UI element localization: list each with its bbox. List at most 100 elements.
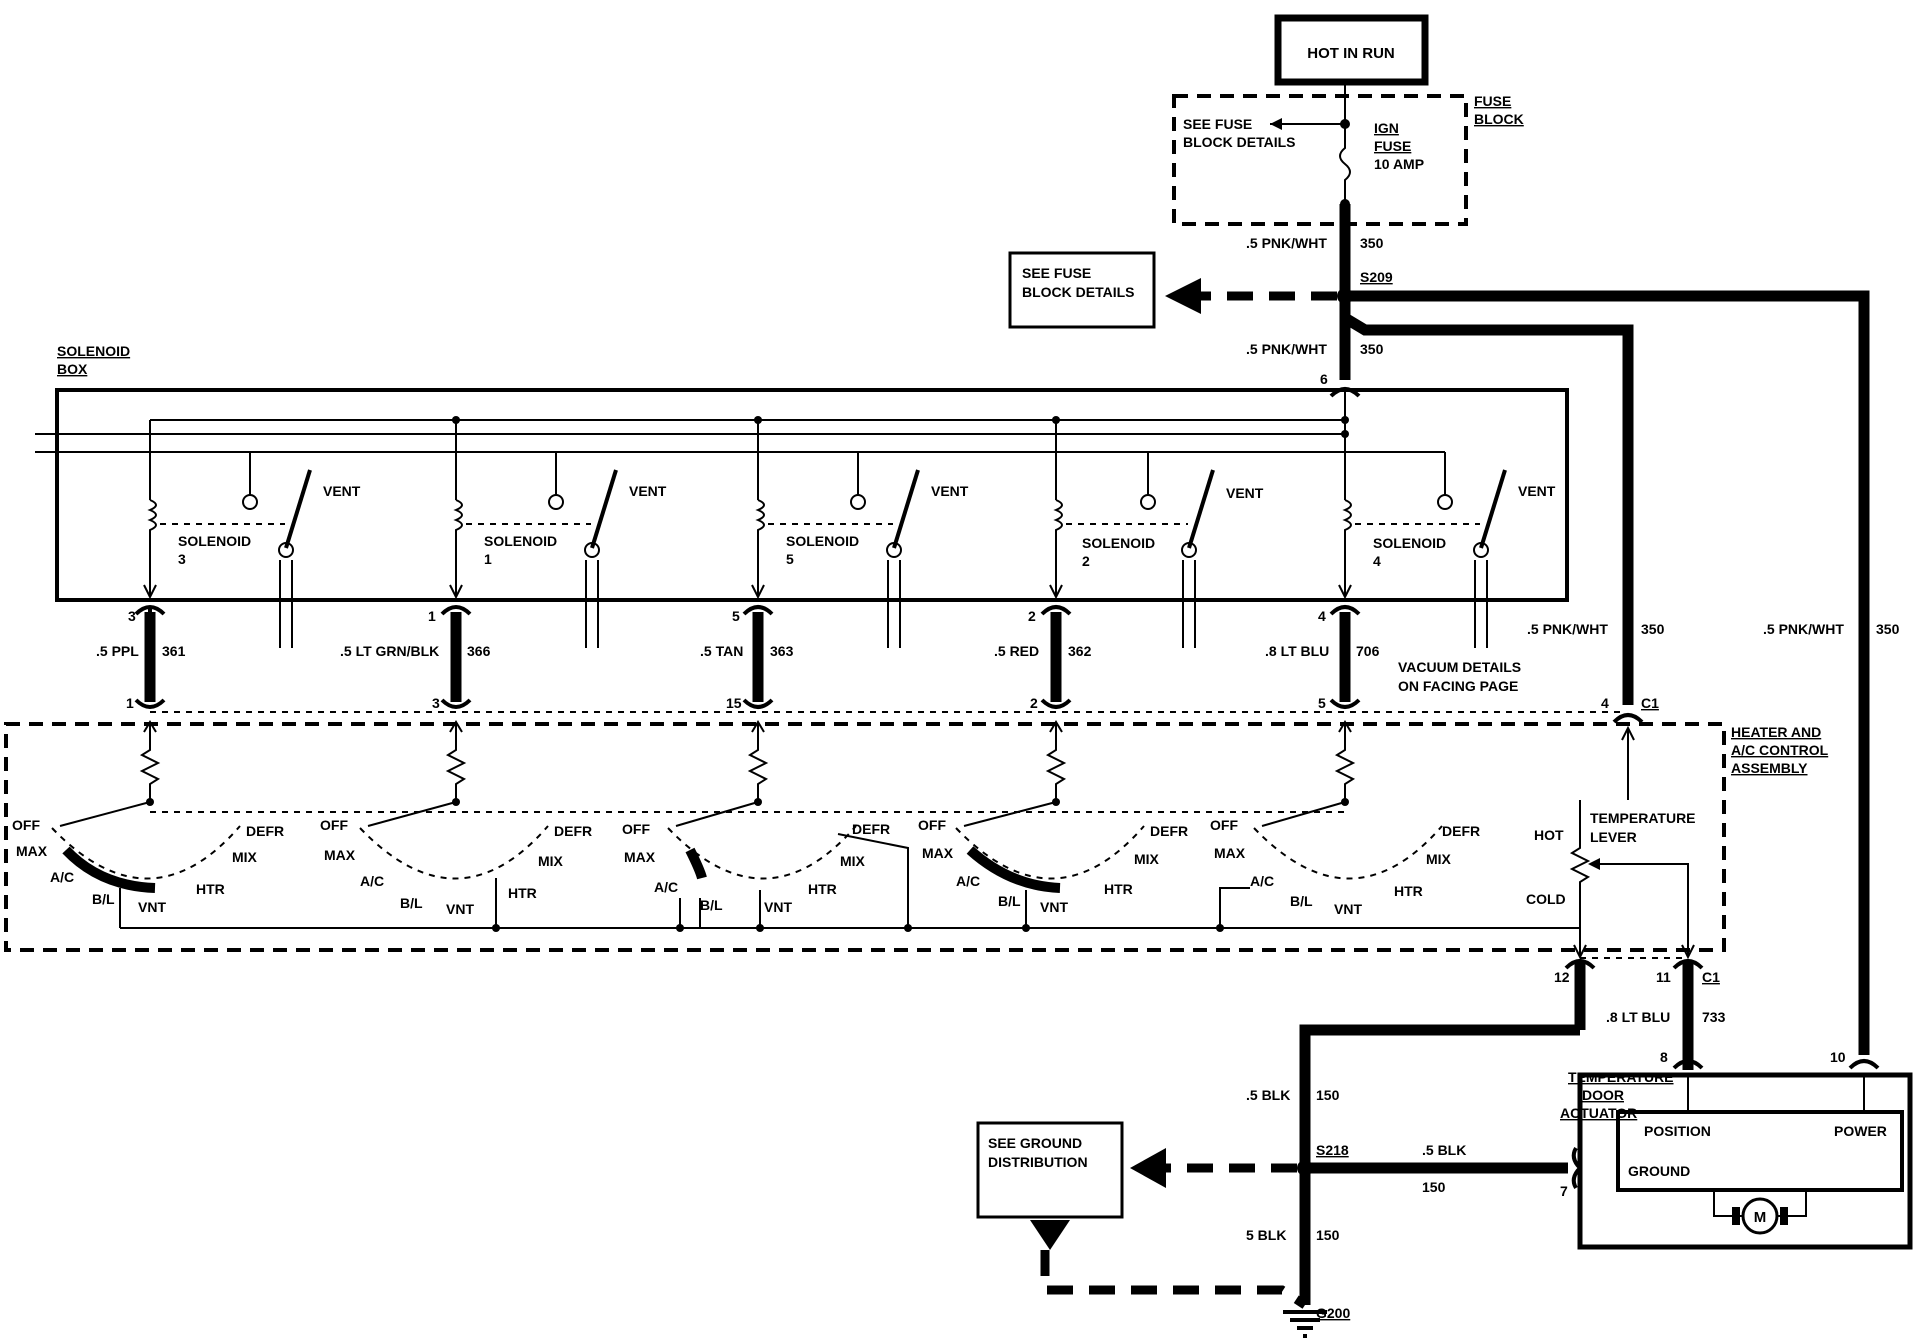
svg-text:OFF: OFF (1210, 817, 1238, 833)
temp-hot-label: HOT (1534, 827, 1564, 843)
wire-label-5: .8 LT BLU (1265, 643, 1329, 659)
switch-labels-5: OFF MAX A/C B/L VNT HTR MIX DEFR (1210, 817, 1480, 917)
vent-label: VENT (931, 483, 969, 499)
pin-top-1: 3 (128, 608, 136, 624)
ground-g200-label: G200 (1316, 1305, 1350, 1321)
coil-icon (453, 499, 463, 595)
fuse-block-box (1172, 94, 1468, 226)
svg-text:B/L: B/L (700, 897, 723, 913)
switch-labels-3: OFF MAX A/C B/L VNT HTR MIX DEFR (622, 821, 890, 915)
pin-top-4: 2 (1028, 608, 1036, 624)
ground-right-circuit: 150 (1422, 1179, 1446, 1195)
svg-text:VNT: VNT (1334, 901, 1362, 917)
switch-labels-1: OFF MAX A/C B/L VNT HTR MIX DEFR (12, 817, 284, 915)
see-ground-label-2: DISTRIBUTION (988, 1154, 1088, 1170)
fuse-see-details-1: SEE FUSE (1183, 116, 1252, 132)
vacuum-note-1: VACUUM DETAILS (1398, 659, 1521, 675)
circuit-2: 366 (467, 643, 491, 659)
solenoid-label: SOLENOID (786, 533, 859, 549)
hot-in-run-box (1274, 14, 1429, 86)
wire-label-1: .5 PPL (96, 643, 139, 659)
coil-icon (1053, 499, 1063, 595)
svg-text:A/C: A/C (50, 869, 74, 885)
svg-text:HTR: HTR (808, 881, 837, 897)
solenoid-num: 4 (1373, 553, 1381, 569)
wire-label-pnk-4: .5 PNK/WHT (1763, 621, 1844, 637)
temperature-lever-label-2: LEVER (1590, 829, 1637, 845)
solenoid-num: 1 (484, 551, 492, 567)
switch-labels-4: OFF MAX A/C B/L VNT HTR MIX DEFR (918, 817, 1188, 915)
svg-text:MIX: MIX (840, 853, 866, 869)
temperature-lever (1569, 725, 1695, 960)
see-fuse-box (1008, 251, 1156, 329)
solenoid-num: 2 (1082, 553, 1090, 569)
svg-text:HTR: HTR (508, 885, 537, 901)
ground-wire (1299, 1024, 1580, 1305)
lower-conn-c1: C1 (1702, 969, 1720, 985)
switch-labels-2: OFF MAX A/C B/L VNT HTR MIX DEFR (320, 817, 592, 917)
svg-text:B/L: B/L (998, 893, 1021, 909)
arrow-icon (1270, 118, 1282, 130)
see-ground-label-1: SEE GROUND (988, 1135, 1082, 1151)
svg-text:DEFR: DEFR (852, 821, 890, 837)
pin-bottom-4: 2 (1030, 695, 1038, 711)
pin-bottom-1: 1 (126, 695, 134, 711)
solenoid-1-group: VENT SOLENOID 1 (449, 420, 667, 648)
svg-text:VNT: VNT (1040, 899, 1068, 915)
ground-circuit-2: 150 (1316, 1227, 1340, 1243)
arrow-left-icon (1130, 1148, 1166, 1188)
ground-pin-12: 12 (1554, 969, 1570, 985)
svg-text:OFF: OFF (12, 817, 40, 833)
control-pin-4: 4 (1601, 695, 1609, 711)
signal-circuit: 733 (1702, 1009, 1726, 1025)
vent-label: VENT (323, 483, 361, 499)
pin-top-3: 5 (732, 608, 740, 624)
coil-icon (147, 499, 157, 595)
motor-icon (1741, 1197, 1779, 1235)
control-switches (51, 720, 1580, 932)
svg-text:DEFR: DEFR (246, 823, 284, 839)
actuator-pin-8: 8 (1660, 1049, 1668, 1065)
circuit-1: 361 (162, 643, 186, 659)
svg-text:A/C: A/C (956, 873, 980, 889)
signal-pin-11: 11 (1656, 969, 1671, 985)
svg-text:OFF: OFF (918, 817, 946, 833)
svg-text:MAX: MAX (922, 845, 954, 861)
see-fuse-label-1: SEE FUSE (1022, 265, 1091, 281)
fuse-see-details-2: BLOCK DETAILS (1183, 134, 1296, 150)
svg-text:B/L: B/L (1290, 893, 1313, 909)
solenoid-box-label-1: SOLENOID (57, 343, 130, 359)
svg-text:DEFR: DEFR (554, 823, 592, 839)
svg-text:B/L: B/L (92, 891, 115, 907)
svg-text:B/L: B/L (400, 895, 423, 911)
wire-label-3: .5 TAN (700, 643, 743, 659)
motor-label: M (1754, 1209, 1767, 1226)
ground-lower-wire: 5 BLK (1246, 1227, 1286, 1243)
svg-text:MIX: MIX (232, 849, 258, 865)
ground-circuit-1: 150 (1316, 1087, 1340, 1103)
solenoid-5-group: VENT SOLENOID 5 (751, 420, 969, 648)
actuator-pin-7: 7 (1560, 1183, 1568, 1199)
svg-text:MIX: MIX (1134, 851, 1160, 867)
wire-label-pnk-1: .5 PNK/WHT (1246, 235, 1327, 251)
wire-label-2: .5 LT GRN/BLK (340, 643, 439, 659)
solenoid-label: SOLENOID (178, 533, 251, 549)
solenoid-wires (134, 605, 1644, 724)
control-assembly-box (4, 722, 1726, 952)
temperature-lever-label-1: TEMPERATURE (1590, 810, 1696, 826)
solenoid-label: SOLENOID (1082, 535, 1155, 551)
solenoid-num: 5 (786, 551, 794, 567)
solenoid-label: SOLENOID (1373, 535, 1446, 551)
svg-text:DEFR: DEFR (1442, 823, 1480, 839)
actuator-power-label: POWER (1834, 1123, 1887, 1139)
svg-text:MIX: MIX (538, 853, 564, 869)
ground-icon (1283, 1310, 1327, 1338)
svg-text:OFF: OFF (622, 821, 650, 837)
pin-bottom-3: 15 (726, 695, 742, 711)
solenoid-2-group: VENT SOLENOID 2 (1049, 420, 1264, 648)
hot-in-run-label: HOT IN RUN (1307, 45, 1395, 62)
power-wire-control (1339, 296, 1634, 705)
svg-text:HTR: HTR (196, 881, 225, 897)
control-label-2: A/C CONTROL (1731, 742, 1829, 758)
